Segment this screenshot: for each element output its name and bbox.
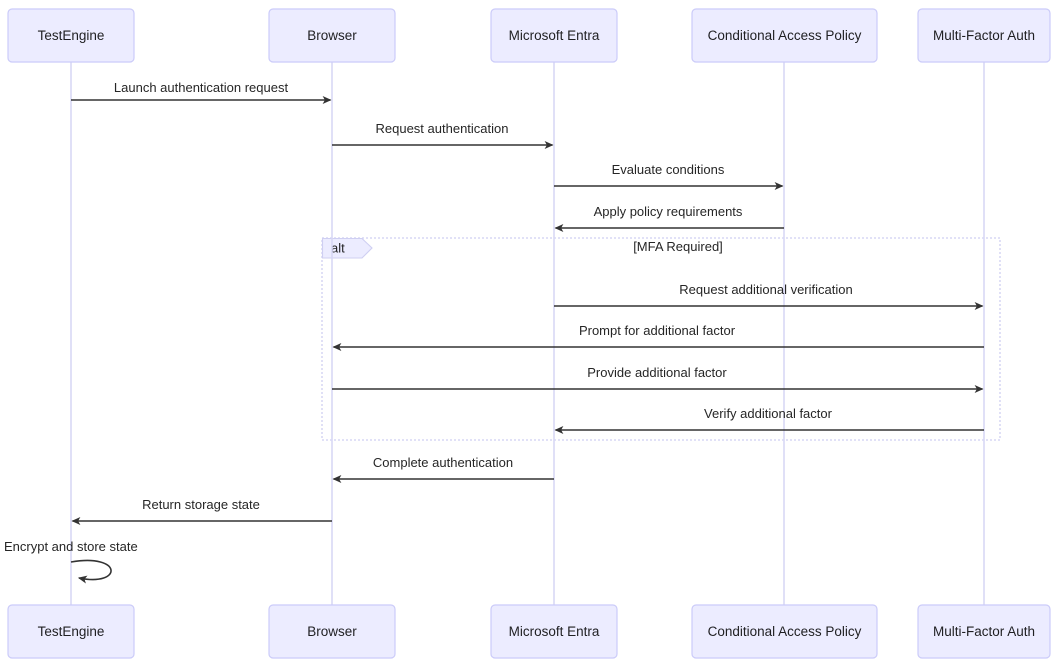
alt-condition-label: [MFA Required] (633, 239, 723, 254)
actor-testengine-bottom[interactable]: TestEngine (7, 604, 135, 659)
actor-box-browser-top[interactable] (268, 8, 396, 63)
message-label-5: Prompt for additional factor (579, 323, 736, 338)
actor-box-mfa-top[interactable] (917, 8, 1051, 63)
actor-label-capolicy-top: Conditional Access Policy (708, 28, 862, 43)
actor-label-mfa-bottom: Multi-Factor Auth (933, 624, 1035, 639)
message-label-7: Verify additional factor (704, 406, 833, 421)
message-label-2: Evaluate conditions (612, 162, 725, 177)
actor-entra-top[interactable]: Microsoft Entra (490, 8, 618, 63)
actor-box-mfa-bottom[interactable] (917, 604, 1051, 659)
actor-label-browser-top: Browser (307, 28, 357, 43)
actor-label-testengine-top: TestEngine (38, 28, 105, 43)
actor-capolicy-top[interactable]: Conditional Access Policy (691, 8, 878, 63)
alt-tag-label: alt (331, 240, 345, 255)
actor-box-capolicy-top[interactable] (691, 8, 878, 63)
actor-label-testengine-bottom: TestEngine (38, 624, 105, 639)
message-label-9: Return storage state (142, 497, 260, 512)
actor-mfa-bottom[interactable]: Multi-Factor Auth (917, 604, 1051, 659)
actor-capolicy-bottom[interactable]: Conditional Access Policy (691, 604, 878, 659)
actor-box-entra-bottom[interactable] (490, 604, 618, 659)
alt-tag-shape (321, 237, 373, 259)
actor-mfa-top[interactable]: Multi-Factor Auth (917, 8, 1051, 63)
message-label-1: Request authentication (376, 121, 509, 136)
lifelines-layer (70, 62, 985, 605)
actor-testengine-top[interactable]: TestEngine (7, 8, 135, 63)
actor-browser-top[interactable]: Browser (268, 8, 396, 63)
actor-label-browser-bottom: Browser (307, 624, 357, 639)
actor-box-testengine-bottom[interactable] (7, 604, 135, 659)
alt-fragment-border (321, 237, 1001, 441)
message-label-3: Apply policy requirements (594, 204, 743, 219)
message-label-6: Provide additional factor (587, 365, 727, 380)
actor-label-capolicy-bottom: Conditional Access Policy (708, 624, 862, 639)
actor-entra-bottom[interactable]: Microsoft Entra (490, 604, 618, 659)
actor-label-entra-top: Microsoft Entra (509, 28, 600, 43)
actor-box-entra-top[interactable] (490, 8, 618, 63)
actor-box-capolicy-bottom[interactable] (691, 604, 878, 659)
self-message-label: Encrypt and store state (4, 539, 138, 554)
self-message-loop (70, 559, 112, 584)
actor-label-mfa-top: Multi-Factor Auth (933, 28, 1035, 43)
message-label-0: Launch authentication request (114, 80, 289, 95)
actor-box-browser-bottom[interactable] (268, 604, 396, 659)
actor-box-testengine-top[interactable] (7, 8, 135, 63)
actor-label-entra-bottom: Microsoft Entra (509, 624, 600, 639)
alt-fragment-layer: alt [MFA Required] (321, 237, 1001, 441)
message-label-8: Complete authentication (373, 455, 513, 470)
message-label-4: Request additional verification (679, 282, 852, 297)
actor-browser-bottom[interactable]: Browser (268, 604, 396, 659)
